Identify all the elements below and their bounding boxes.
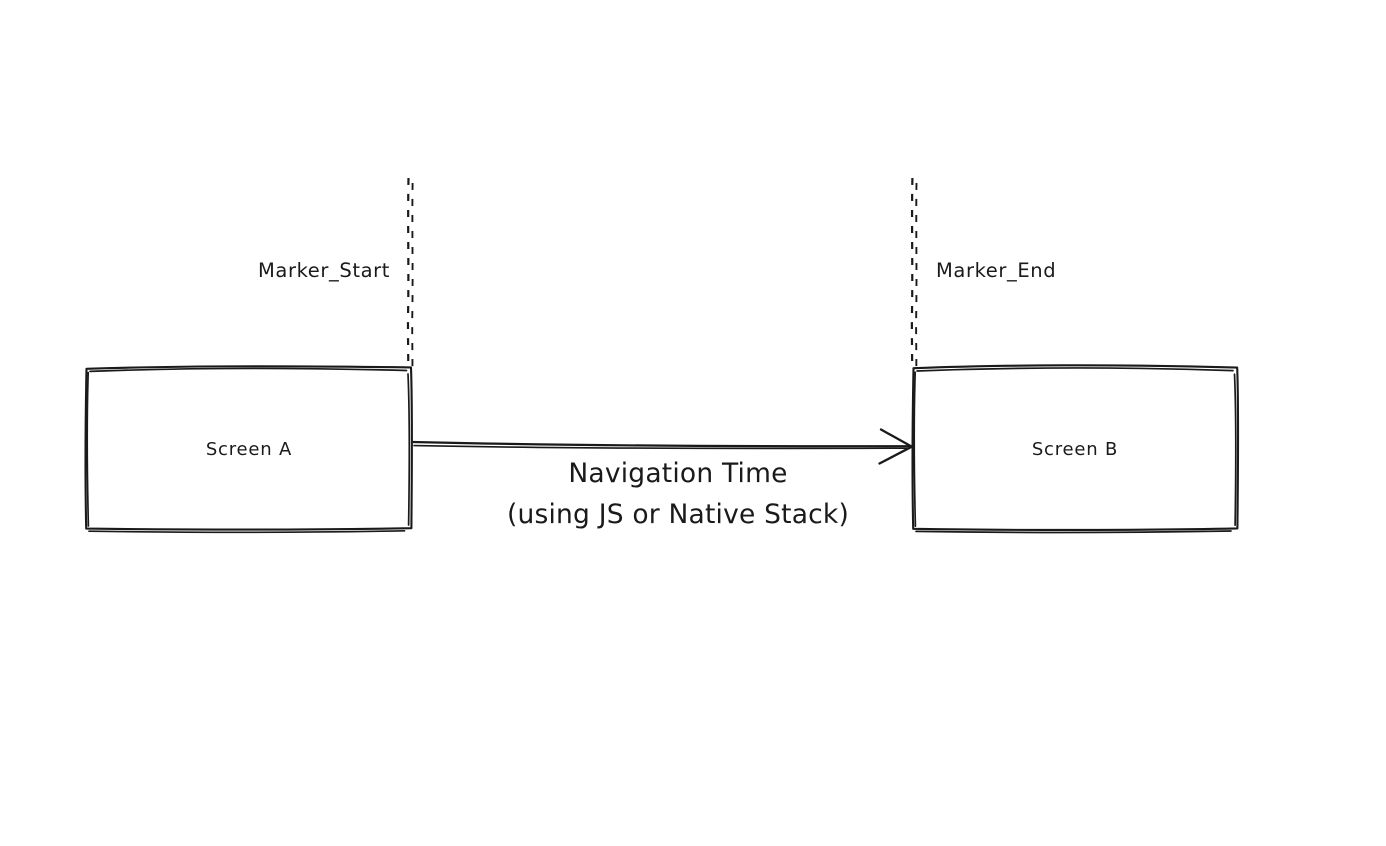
marker-end-label: Marker_End: [936, 259, 1056, 282]
navigation-arrow[interactable]: [411, 428, 913, 465]
screen-b-label: Screen B: [1032, 439, 1118, 460]
marker-start-dashed-line: [406, 177, 414, 371]
screen-a-box[interactable]: [84, 365, 414, 534]
marker-start-label: Marker_Start: [258, 259, 390, 282]
navigation-edge-label-line-1: Navigation Time: [568, 458, 787, 489]
screen-a-label: Screen A: [206, 439, 292, 460]
marker-end-dashed-line: [910, 177, 918, 371]
navigation-edge-label-line-2: (using JS or Native Stack): [507, 499, 849, 530]
screen-b-box[interactable]: [911, 364, 1240, 534]
